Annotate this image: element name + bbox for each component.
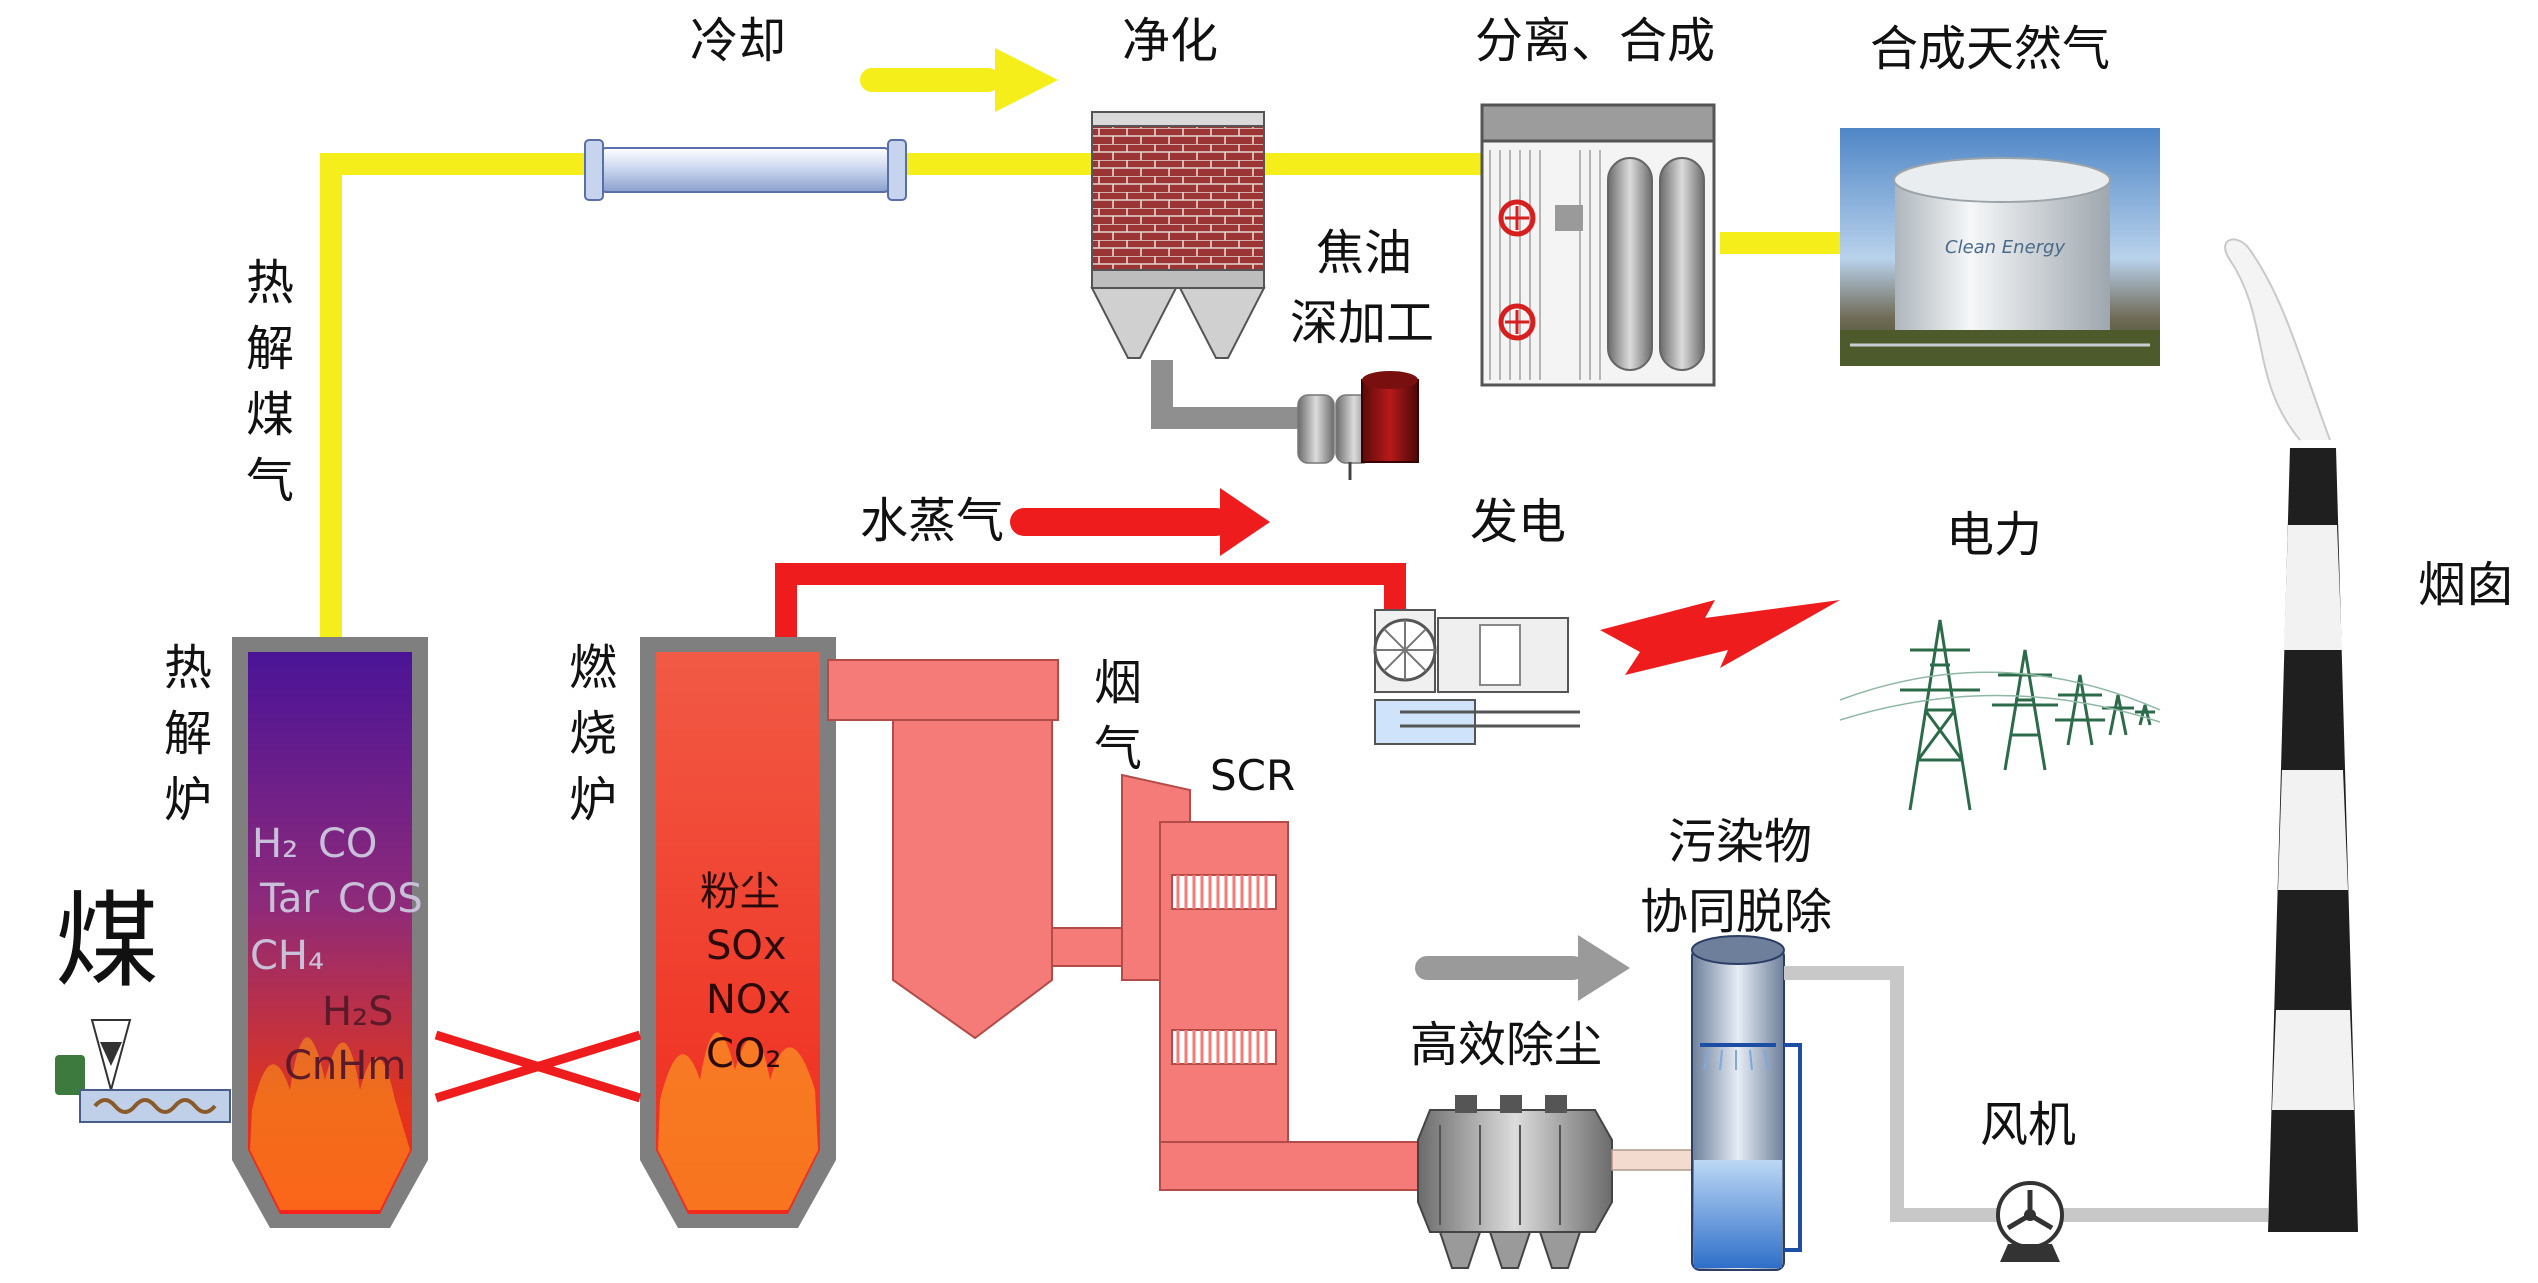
circulation-cross-pipes bbox=[434, 1030, 642, 1103]
combustion-furnace bbox=[640, 637, 836, 1228]
coal-feeder bbox=[55, 1019, 231, 1123]
label-fan: 风机 bbox=[1980, 1097, 2077, 1153]
gas-cnhm: CnHm bbox=[284, 1043, 407, 1089]
product-co2: CO₂ bbox=[706, 1031, 782, 1077]
label-flue-gas: 烟气 bbox=[1093, 655, 1142, 777]
turbine-generator bbox=[1373, 609, 1580, 745]
steam-flow-arrow bbox=[1010, 488, 1270, 556]
label-synthetic-natural-gas: 合成天然气 bbox=[1870, 21, 2111, 77]
gas-cos: COS bbox=[338, 876, 423, 922]
separation-synthesis-unit bbox=[1480, 103, 1716, 387]
dust-collector bbox=[1417, 1095, 1613, 1269]
label-pyrolysis-gas: 热解煤气 bbox=[245, 255, 294, 509]
scr-catalyst-layers bbox=[1171, 874, 1277, 1065]
label-synergistic-removal: 协同脱除 bbox=[1640, 884, 1833, 940]
pyrolysis-furnace bbox=[232, 637, 428, 1228]
chimney bbox=[2224, 238, 2358, 1232]
lightning-bolt bbox=[1600, 600, 1840, 675]
label-steam: 水蒸气 bbox=[860, 493, 1005, 549]
label-pyrolysis-furnace: 热解炉 bbox=[163, 640, 212, 828]
label-scr: SCR bbox=[1210, 751, 1296, 800]
label-power-generation: 发电 bbox=[1470, 494, 1567, 550]
power-towers bbox=[1839, 619, 2161, 811]
label-efficient-dust-removal: 高效除尘 bbox=[1410, 1017, 1603, 1073]
label-purify: 净化 bbox=[1122, 13, 1219, 69]
clean-gas-arrow bbox=[1415, 935, 1630, 1001]
clean-gas-pipe bbox=[1784, 966, 2268, 1222]
gas-flow-arrow bbox=[860, 48, 1058, 112]
label-combustion-furnace: 燃烧炉 bbox=[568, 640, 617, 828]
gas-tar: Tar bbox=[260, 876, 319, 922]
product-dust: 粉尘 bbox=[700, 869, 780, 915]
label-separation-synthesis: 分离、合成 bbox=[1475, 13, 1716, 69]
label-tar: 焦油 bbox=[1316, 225, 1413, 281]
gas-co: CO bbox=[318, 821, 378, 867]
induced-draft-fan bbox=[1996, 1181, 2064, 1262]
label-deep-processing: 深加工 bbox=[1290, 295, 1435, 351]
gas-h2s: H₂S bbox=[322, 989, 394, 1035]
gas-h2: H₂ bbox=[252, 821, 299, 867]
product-nox: NOx bbox=[706, 977, 792, 1023]
product-sox: SOx bbox=[706, 923, 787, 969]
steam-pipeline bbox=[775, 563, 1406, 653]
label-coal: 煤 bbox=[55, 880, 160, 1002]
tar-processing-unit bbox=[1151, 360, 1419, 480]
label-electricity: 电力 bbox=[1946, 507, 2043, 563]
tank-brand-text: Clean Energy bbox=[1945, 237, 2066, 258]
dust-to-scrubber-duct bbox=[1611, 1149, 1693, 1171]
natural-gas-tank-photo bbox=[1840, 128, 2160, 366]
flue-gas-duct bbox=[827, 659, 1419, 1191]
label-pollutant: 污染物 bbox=[1668, 814, 1813, 870]
label-chimney: 烟囱 bbox=[2418, 557, 2515, 613]
purifier-tower bbox=[1090, 111, 1266, 359]
gas-ch4: CH₄ bbox=[250, 933, 325, 979]
label-cooling: 冷却 bbox=[690, 13, 787, 69]
scrubber-tower bbox=[1691, 935, 1802, 1271]
cooler-tube bbox=[584, 139, 907, 201]
